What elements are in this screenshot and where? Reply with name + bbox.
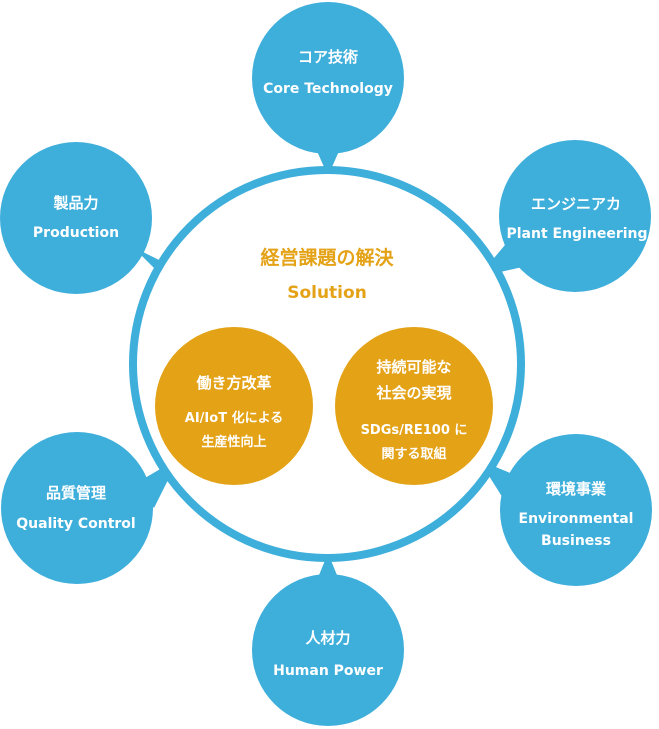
center-subtitle: Solution — [287, 283, 367, 303]
center-title: 経営課題の解決 — [260, 246, 394, 269]
core-item-subtitle: SDGs/RE100 に — [361, 423, 468, 438]
satellite-label-ja: 環境事業 — [546, 480, 607, 498]
satellite-label-en: Business — [541, 533, 611, 549]
satellite-label-en: Environmental — [519, 511, 634, 527]
satellite-label-en: Production — [33, 225, 119, 241]
satellite-label-en: Plant Engineering — [506, 226, 647, 242]
satellite-bubble — [252, 574, 404, 726]
satellite-label-ja: 製品力 — [52, 194, 98, 212]
satellite-label-ja: 品質管理 — [46, 484, 106, 502]
satellite-label-ja: エンジニアカ — [531, 195, 621, 213]
core-item-title: 持続可能な — [376, 358, 451, 376]
satellite-bubble — [252, 2, 404, 154]
satellite-plant-engineering: エンジニアカ Plant Engineering — [478, 140, 651, 292]
satellite-human-power: 人材力 Human Power — [252, 553, 404, 726]
core-item-subtitle: 生産性向上 — [201, 434, 266, 450]
satellite-bubble — [500, 434, 652, 586]
core-item-subtitle: AI/IoT 化による — [185, 410, 283, 426]
satellite-environmental-business: 環境事業 Environmental Business — [479, 434, 652, 586]
satellite-label-en: Core Technology — [263, 81, 393, 97]
satellite-label-en: Human Power — [273, 663, 383, 679]
satellite-label-ja: コア技術 — [298, 48, 358, 66]
core-item-circle — [155, 327, 313, 485]
satellite-bubble — [1, 432, 153, 584]
satellite-bubble — [0, 142, 152, 294]
core-item-work-style-reform: 働き方改革 AI/IoT 化による 生産性向上 — [155, 327, 313, 485]
satellite-production: 製品力 Production — [0, 142, 179, 294]
core-item-subtitle: 関する取組 — [381, 446, 446, 462]
satellite-label-en: Quality Control — [16, 516, 135, 532]
core-item-circle — [335, 327, 493, 485]
satellite-bubble — [499, 140, 651, 292]
satellite-core-technology: コア技術 Core Technology — [252, 2, 404, 176]
core-item-title: 働き方改革 — [195, 374, 271, 392]
core-item-title: 社会の実現 — [375, 384, 451, 402]
satellite-label-ja: 人材力 — [305, 629, 350, 647]
core-item-sustainable-society: 持続可能な 社会の実現 SDGs/RE100 に 関する取組 — [335, 327, 493, 485]
